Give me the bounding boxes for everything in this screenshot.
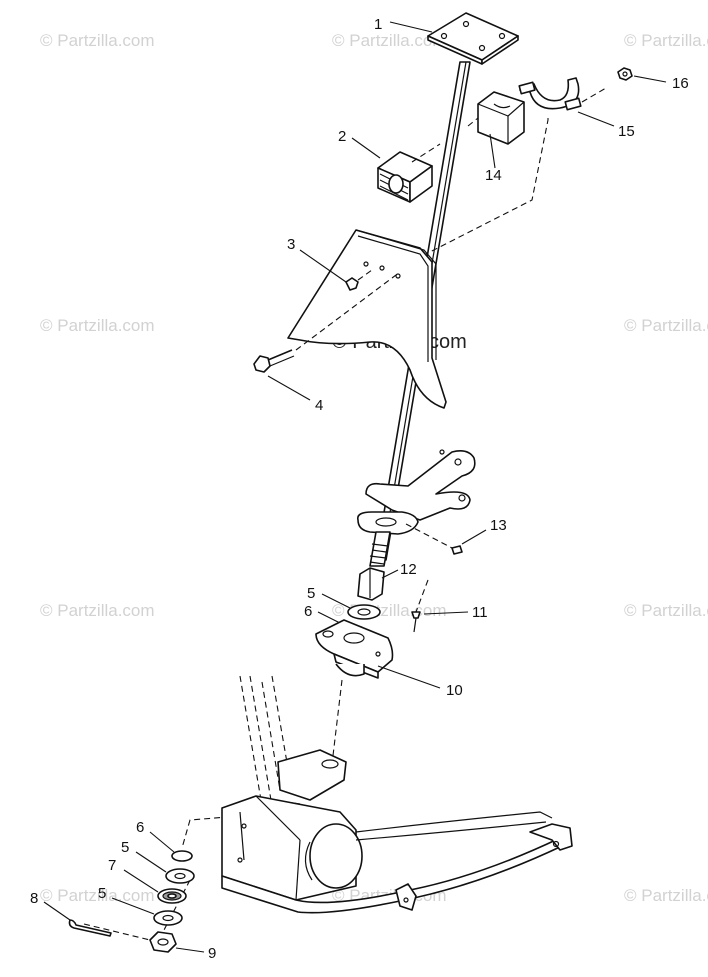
watermark: © Partzilla.com [40, 316, 155, 335]
part-cotter-pin-8 [43, 901, 112, 937]
part-bearing-7 [123, 869, 187, 904]
callout-13: 13 [490, 517, 507, 534]
watermark: © Partzilla.com [624, 31, 708, 50]
part-washer-5-upper [321, 593, 381, 620]
part-washer-5-lower-a [135, 851, 195, 884]
watermark: © Partzilla.com [40, 886, 155, 905]
watermark: © Partzilla.com [40, 31, 155, 50]
callout-6: 6 [304, 603, 312, 620]
callout-4: 4 [315, 397, 323, 414]
callout-7: 7 [108, 857, 116, 874]
leader-lines [389, 21, 433, 33]
callout-5: 5 [307, 585, 315, 602]
dashed-connector [83, 679, 343, 941]
part-fastener-13 [405, 523, 487, 555]
part-screw-3 [299, 249, 373, 291]
part-lower-shaft [369, 531, 391, 567]
callout-1: 1 [374, 16, 382, 33]
watermark: © Partzilla.com [332, 31, 447, 50]
callout-16: 16 [672, 75, 689, 92]
part-lower-plate [356, 511, 419, 535]
part-bolt-4 [253, 271, 401, 401]
part-split-clamp [467, 91, 525, 169]
callout-15: 15 [618, 123, 635, 140]
part-bearing-block [315, 619, 441, 689]
callout-12: 12 [400, 561, 417, 578]
part-washer-6-lower [149, 831, 193, 862]
part-nut-16 [617, 67, 667, 83]
callout-labels: 1 2 3 4 5 5 5 6 6 7 8 9 10 11 12 13 14 1… [30, 16, 689, 962]
callout-3: 3 [287, 236, 295, 253]
part-coupler-12 [357, 567, 399, 601]
part-washer-5-lower-b [111, 897, 183, 926]
callout-2: 2 [338, 128, 346, 145]
callout-5: 5 [121, 839, 129, 856]
callout-5: 5 [98, 885, 106, 902]
watermark-layer: © Partzilla.com © Partzilla.com © Partzi… [40, 31, 708, 905]
watermark: © Partzilla.com [624, 601, 708, 620]
callout-10: 10 [446, 682, 463, 699]
part-pin-11 [411, 579, 469, 633]
part-console [287, 229, 447, 409]
callout-14: 14 [485, 167, 502, 184]
watermark: © Partzilla.com [624, 886, 708, 905]
part-handlebar-plate [427, 12, 519, 65]
callout-6: 6 [136, 819, 144, 836]
watermark: © Partzilla.com [40, 601, 155, 620]
part-upper-bracket [365, 449, 476, 521]
part-block [351, 137, 441, 203]
callout-11: 11 [472, 604, 488, 621]
callout-8: 8 [30, 890, 38, 907]
callout-9: 9 [208, 945, 216, 962]
part-castle-nut-9 [149, 931, 205, 953]
part-chassis [221, 675, 573, 914]
part-u-bracket [425, 77, 615, 255]
watermark: © Partzilla.com [624, 316, 708, 335]
